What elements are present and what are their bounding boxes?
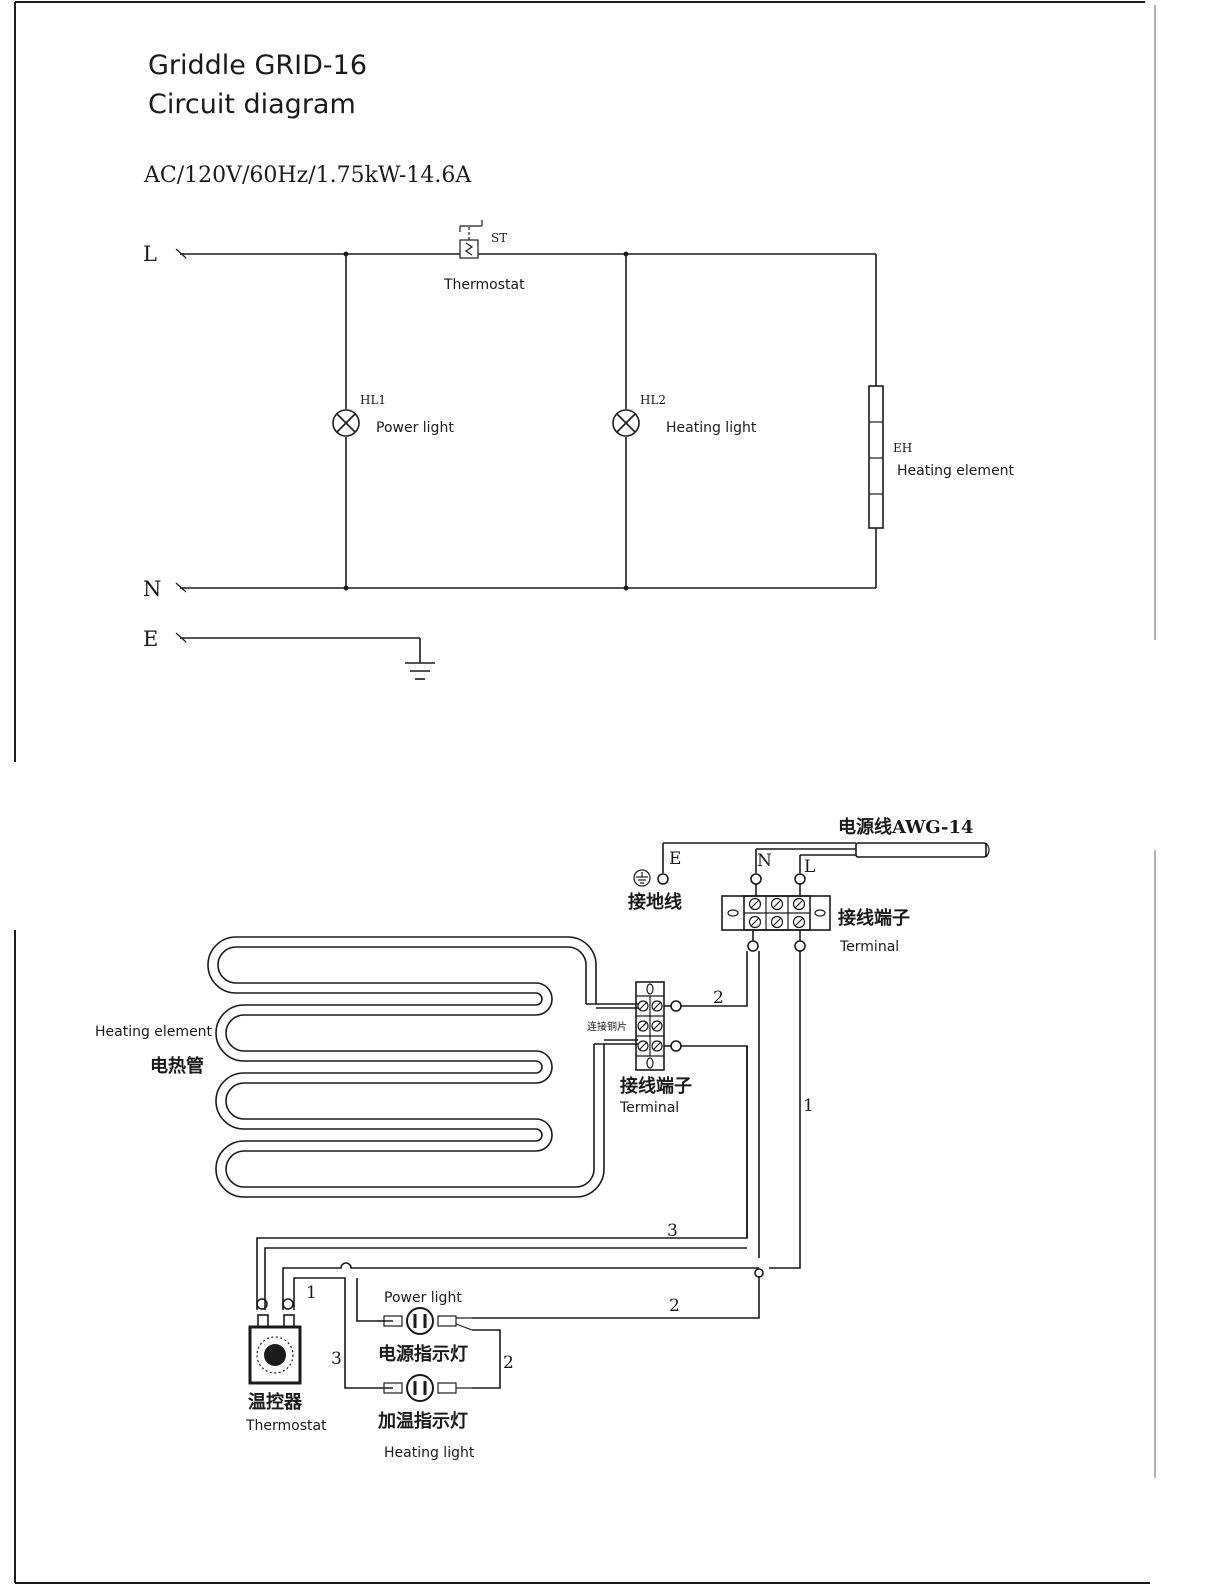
heating-element-cn-label: 电热管 [150, 1055, 204, 1077]
wire-number-2-right: 2 [503, 1353, 514, 1373]
heating-light-en-label: Heating light [384, 1445, 475, 1461]
heating-light-lamp-symbol [613, 410, 639, 436]
heating-element-symbol [869, 386, 883, 528]
wire-number-2-mid: 2 [669, 1296, 680, 1316]
thermostat-symbol [460, 220, 482, 258]
title-line-1: Griddle GRID-16 [148, 50, 367, 81]
title-line-2: Circuit diagram [148, 89, 356, 120]
thermostat-unit [250, 1299, 300, 1383]
heating-light-lamp [384, 1375, 472, 1401]
heating-light-cn-label: 加温指示灯 [377, 1410, 468, 1432]
copper-bridge-label: 连接铜片 [587, 1020, 627, 1033]
wire-number-3-left: 3 [331, 1349, 342, 1369]
main-terminal-block [722, 884, 830, 951]
ground-earth-icon [634, 870, 650, 886]
power-cord [658, 843, 989, 884]
node-e-label: E [143, 627, 158, 651]
heating-element-code: EH [893, 441, 912, 455]
node-l-label: L [143, 242, 157, 266]
cord-n-label: N [757, 851, 772, 871]
page-frame [15, 2, 1155, 1583]
heating-element-label: Heating element [897, 463, 1015, 479]
main-terminal-cn-label: 接线端子 [838, 907, 910, 929]
heating-light-code: HL2 [640, 393, 666, 407]
wire-number-1-right: 1 [803, 1096, 814, 1116]
element-terminal-cn-label: 接线端子 [620, 1075, 692, 1097]
schematic: L N E ST [143, 220, 1015, 679]
element-terminal-en-label: Terminal [619, 1100, 679, 1116]
cord-l-label: L [804, 857, 815, 877]
thermostat-cn-label: 温控器 [248, 1391, 303, 1413]
electrical-spec: AC/120V/60Hz/1.75kW-14.6A [143, 163, 472, 188]
wires [257, 951, 800, 1388]
ground-wire-label: 接地线 [628, 891, 682, 913]
main-terminal-en-label: Terminal [839, 939, 899, 955]
wire-number-3: 3 [667, 1221, 678, 1241]
power-light-label: Power light [376, 420, 454, 436]
power-light-code: HL1 [360, 393, 386, 407]
heating-element-en-label: Heating element [95, 1024, 213, 1040]
power-light-en-label: Power light [384, 1290, 462, 1306]
thermostat-code: ST [491, 231, 507, 245]
thermostat-en-label: Thermostat [245, 1418, 327, 1434]
power-light-cn-label: 电源指示灯 [378, 1343, 468, 1365]
heating-light-label: Heating light [666, 420, 757, 436]
node-n-label: N [143, 577, 161, 601]
power-light-lamp-symbol [333, 410, 359, 436]
element-terminal-block [636, 982, 681, 1070]
heating-element-coil [208, 937, 638, 1197]
ground-symbol [405, 663, 435, 679]
wire-number-1-left: 1 [306, 1283, 317, 1303]
thermostat-label: Thermostat [443, 277, 525, 293]
power-cord-label: 电源线AWG-14 [838, 816, 974, 838]
wiring-diagram: 电源线AWG-14 E N L 接地线 [95, 816, 989, 1461]
wire-number-2-top: 2 [713, 988, 724, 1008]
cord-e-label: E [669, 849, 681, 869]
